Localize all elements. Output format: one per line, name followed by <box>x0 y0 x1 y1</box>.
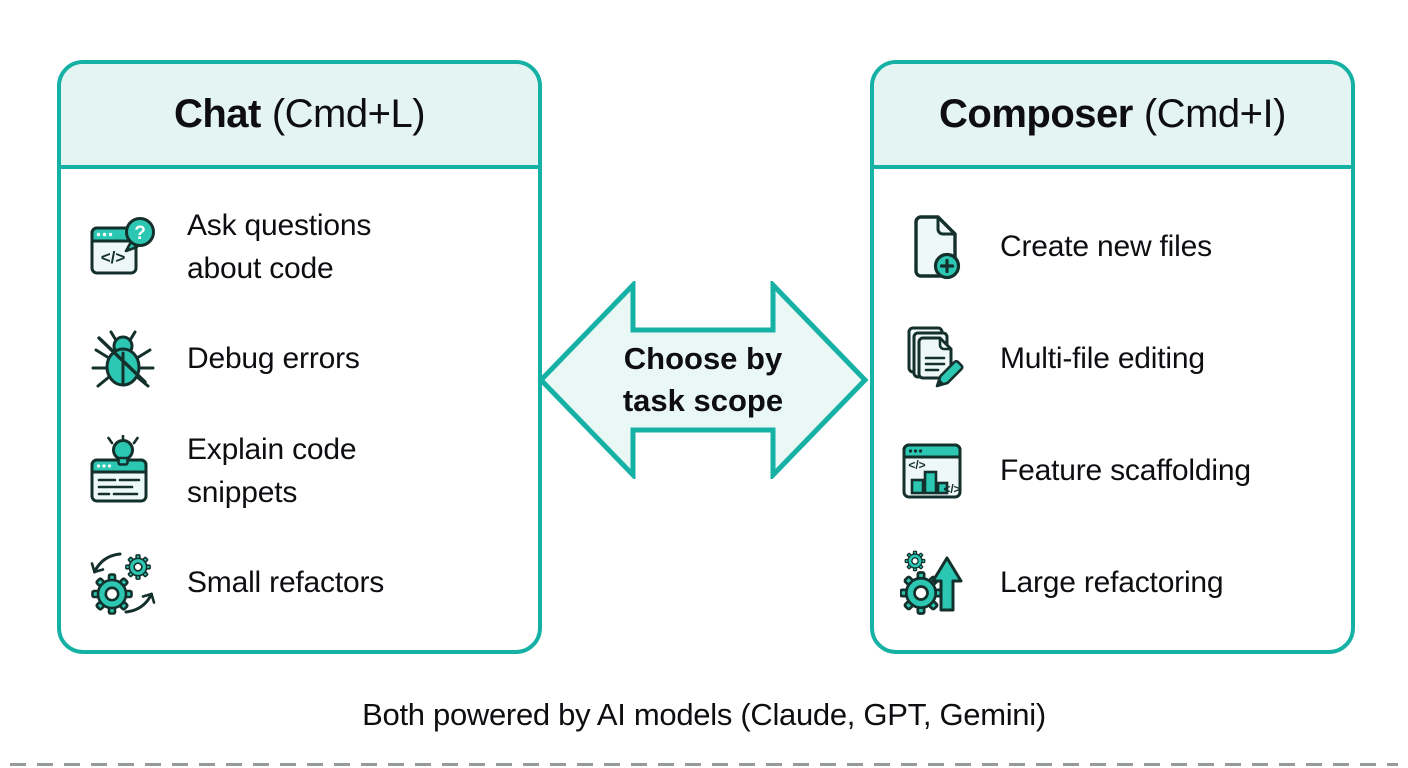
feature-row: Debug errors <box>87 316 520 402</box>
bottom-edge-artifact <box>10 763 1398 766</box>
feature-row: </> ? Ask questions about code <box>87 204 520 290</box>
feature-row: Small refactors <box>87 540 520 626</box>
footer-note: Both powered by AI models (Claude, GPT, … <box>362 697 1046 732</box>
feature-label: Feature scaffolding <box>1000 454 1251 488</box>
feature-label: Debug errors <box>187 342 360 376</box>
feature-scaffolding-window-icon: </> </> <box>902 443 962 499</box>
composer-card-header: Composer (Cmd+I) <box>874 64 1351 169</box>
chat-card: Chat (Cmd+L) </> ? Ask questions about c… <box>57 60 542 654</box>
feature-row: </> </> Feature scaffolding <box>900 428 1333 514</box>
feature-label: Small refactors <box>187 566 385 600</box>
new-file-plus-icon <box>914 215 961 280</box>
multi-file-pencil-icon <box>907 326 964 388</box>
feature-label: Ask questions about code <box>187 208 372 286</box>
choose-arrow: Choose by task scope <box>537 281 869 479</box>
feature-row: Large refactoring <box>900 540 1333 626</box>
svg-text:</>: </> <box>943 482 960 496</box>
feature-label: Multi-file editing <box>1000 342 1205 376</box>
feature-row: Create new files <box>900 204 1333 290</box>
gears-cycle-icon <box>90 552 156 615</box>
feature-label: Create new files <box>1000 230 1212 264</box>
lightbulb-notes-icon <box>90 435 148 503</box>
bug-icon <box>91 330 155 388</box>
composer-card-body: Create new files Multi-file editing <box>874 169 1351 626</box>
chat-card-shortcut: (Cmd+L) <box>271 92 426 136</box>
feature-label: Large refactoring <box>1000 566 1224 600</box>
composer-card: Composer (Cmd+I) Create new files <box>870 60 1355 654</box>
svg-text:?: ? <box>134 223 146 244</box>
arrow-label: Choose by task scope <box>622 341 784 418</box>
composer-card-shortcut: (Cmd+I) <box>1143 92 1287 136</box>
feature-label: Explain code snippets <box>187 432 357 510</box>
code-question-window-icon: </> ? <box>90 217 155 275</box>
feature-row: Explain code snippets <box>87 428 520 514</box>
chat-card-header: Chat (Cmd+L) <box>61 64 538 169</box>
chat-card-title: Chat <box>173 92 261 136</box>
double-arrow-icon <box>537 281 869 479</box>
composer-card-title: Composer <box>939 92 1133 136</box>
feature-row: Multi-file editing <box>900 316 1333 402</box>
svg-text:</>: </> <box>101 248 126 267</box>
gear-up-arrow-icon <box>900 550 963 615</box>
svg-text:</>: </> <box>908 458 925 472</box>
chat-card-body: </> ? Ask questions about code Debug err… <box>61 169 538 626</box>
